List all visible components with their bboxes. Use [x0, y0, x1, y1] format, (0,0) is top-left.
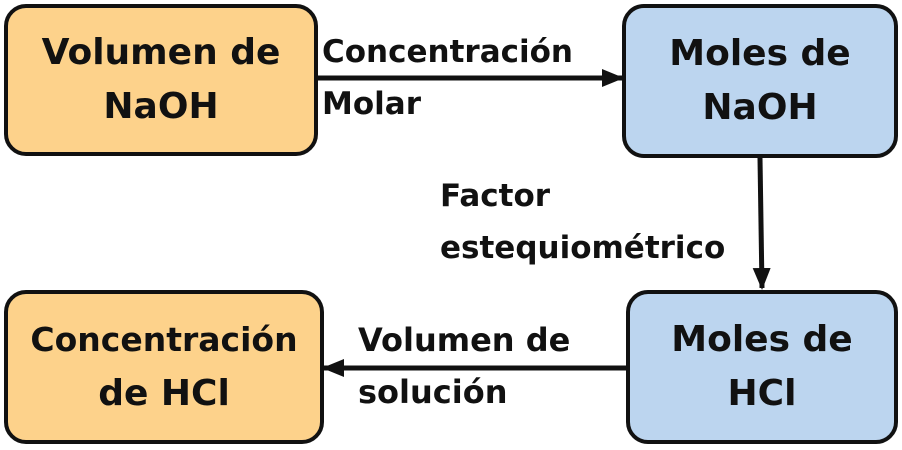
arrow-moles-naoh-to-moles-hcl	[752, 157, 771, 290]
box-concentracion-hcl-line1: Concentración	[30, 320, 298, 359]
box-concentracion-hcl: Concentración de HCl	[4, 290, 324, 444]
box-moles-hcl: Moles de HCl	[626, 290, 898, 444]
label-concentracion-molar-line2: Molar	[322, 86, 421, 122]
box-moles-hcl-line1: Moles de	[671, 319, 853, 360]
box-volumen-naoh-line1: Volumen de	[41, 32, 281, 73]
label-factor-estequiometrico-line1: Factor	[440, 178, 551, 214]
box-concentracion-hcl-line2: de HCl	[98, 373, 230, 414]
label-volumen-solucion: Volumen de solución	[358, 314, 570, 418]
box-moles-naoh-line2: NaOH	[702, 87, 818, 128]
label-factor-estequiometrico-line2: estequiométrico	[440, 230, 726, 266]
label-concentracion-molar: Concentración Molar	[322, 26, 573, 130]
label-factor-estequiometrico: Factor estequiométrico	[440, 170, 725, 274]
box-moles-hcl-line2: HCl	[727, 373, 797, 414]
box-moles-naoh: Moles de NaOH	[622, 4, 898, 158]
label-concentracion-molar-line1: Concentración	[322, 34, 573, 70]
label-volumen-solucion-line1: Volumen de	[358, 321, 571, 359]
box-volumen-naoh: Volumen de NaOH	[4, 4, 318, 156]
box-volumen-naoh-line2: NaOH	[103, 86, 219, 127]
label-volumen-solucion-line2: solución	[358, 373, 508, 411]
box-moles-naoh-line1: Moles de	[669, 33, 851, 74]
